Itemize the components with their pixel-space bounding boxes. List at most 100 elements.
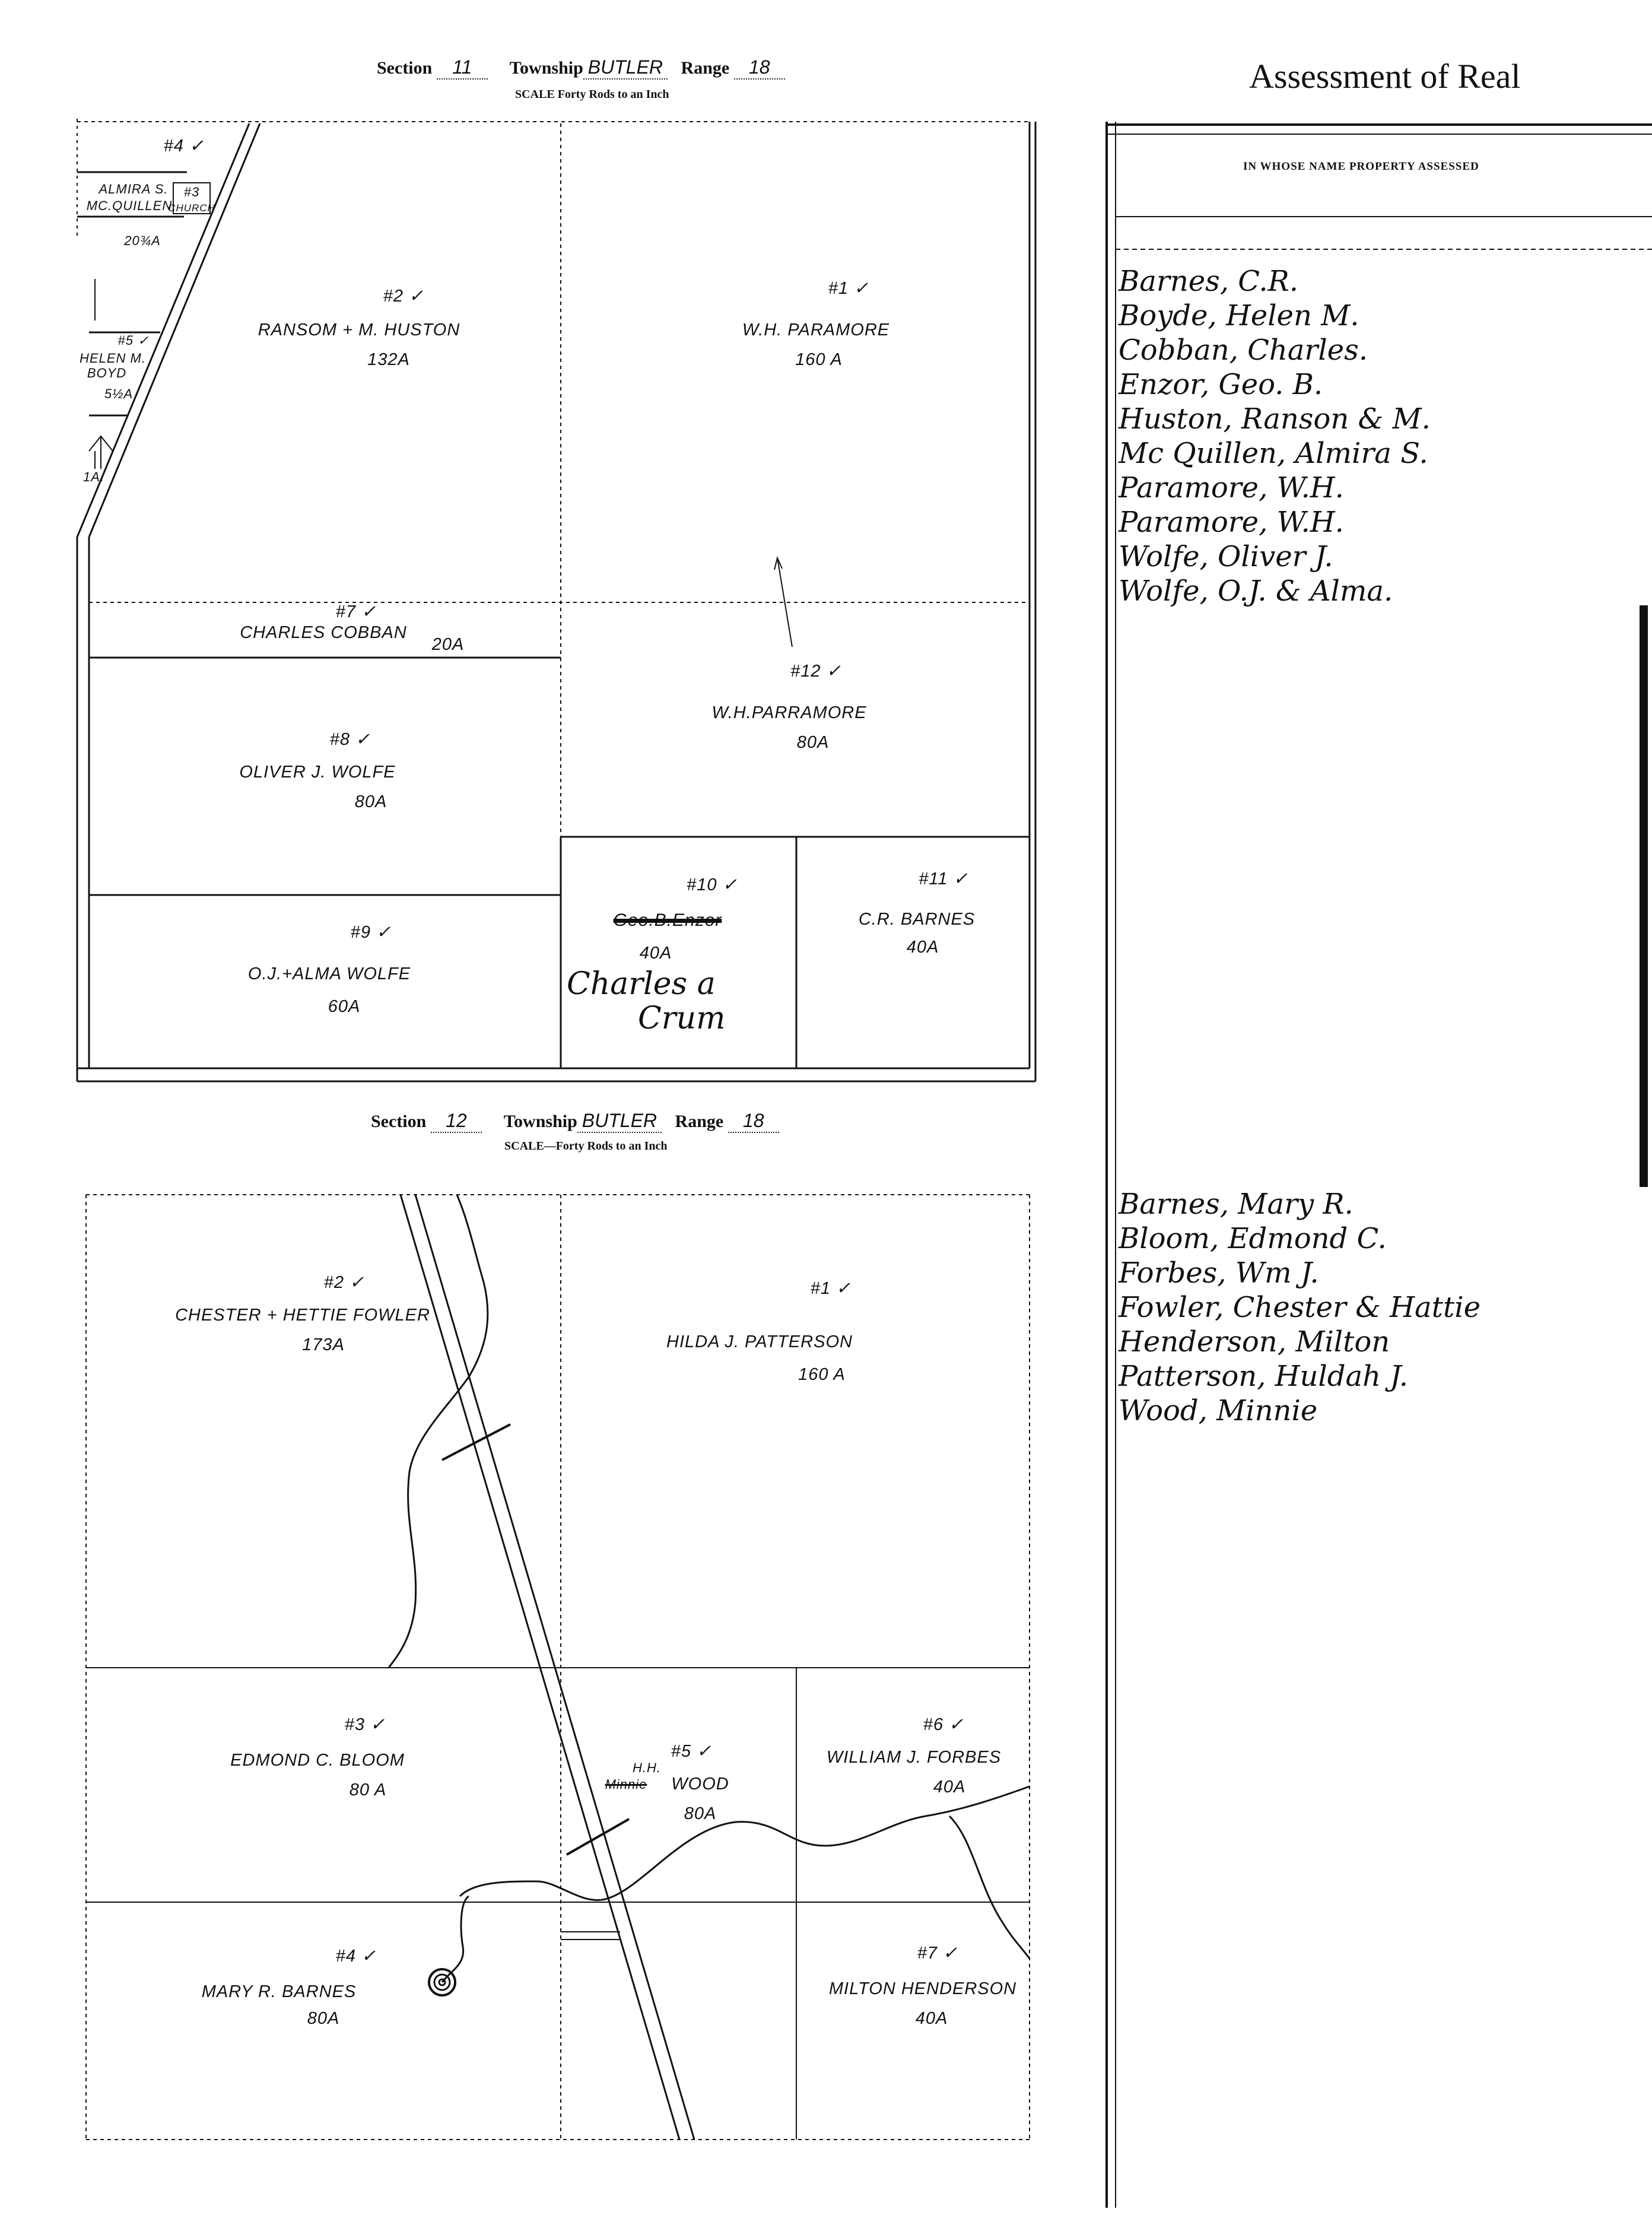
parcel-2-number: #2 ✓	[383, 287, 424, 306]
parcel-10-handwritten-owner-line2: Crum	[638, 1001, 726, 1036]
church-label: CHURCH	[168, 202, 215, 214]
ledger-name: Wolfe, O.J. & Alma.	[1119, 574, 1393, 608]
huston-owner: RANSOM + M. HUSTON	[258, 320, 460, 339]
fowler-acres: 173A	[302, 1335, 345, 1354]
parcel-1-number: #1 ✓	[828, 279, 869, 298]
ledger-name: Wolfe, Oliver J.	[1119, 540, 1333, 573]
ledger-name: Bloom, Edmond C.	[1119, 1222, 1387, 1255]
ledger-name: Forbes, Wm J.	[1119, 1256, 1319, 1290]
parcel-10-acres: 40A	[639, 944, 672, 963]
oliver-wolfe-acres: 80A	[354, 792, 387, 811]
ledger-name: Henderson, Milton	[1119, 1325, 1390, 1359]
wood-owner: WOOD	[671, 1775, 729, 1794]
almira-acres: 20¾A	[124, 233, 161, 248]
henderson-acres: 40A	[915, 2009, 948, 2028]
forbes-acres: 40A	[933, 1778, 966, 1796]
huston-acres: 132A	[367, 350, 410, 369]
parcel-4-number: #4 ✓	[163, 137, 205, 155]
ledger-names-section-11: Barnes, C.R. Boyde, Helen M. Cobban, Cha…	[1119, 267, 1431, 611]
section-12-scale: SCALE—Forty Rods to an Inch	[504, 1140, 668, 1153]
section-11-scale: SCALE Forty Rods to an Inch	[515, 88, 669, 101]
wood-acres: 80A	[684, 1804, 717, 1823]
ledger-name: Boyde, Helen M.	[1119, 299, 1359, 332]
henderson-owner: MILTON HENDERSON	[828, 1979, 1017, 1998]
helen-acres: 5½A	[104, 386, 134, 401]
section-11-map	[76, 119, 1037, 1083]
bloom-acres: 80 A	[349, 1780, 387, 1799]
parcel-11-number: #11 ✓	[919, 869, 968, 888]
ledger-name: Paramore, W.H.	[1119, 471, 1344, 504]
ledger-name: Barnes, C.R.	[1119, 265, 1298, 298]
barnes-11-owner: C.R. BARNES	[858, 910, 976, 929]
section-number: 12	[430, 1110, 482, 1133]
paramore-owner: W.H. PARAMORE	[742, 320, 890, 339]
ledger-name: Wood, Minnie	[1119, 1394, 1318, 1427]
s12-parcel-2-number: #2 ✓	[323, 1273, 365, 1292]
ledger-name: Fowler, Chester & Hattie	[1119, 1291, 1481, 1324]
mary-barnes-owner: MARY R. BARNES	[201, 1982, 357, 2001]
township-value: BUTLER	[577, 1110, 662, 1133]
parcel-10-number: #10 ✓	[687, 875, 738, 894]
s12-parcel-3-number: #3 ✓	[344, 1715, 386, 1734]
barnes-11-acres: 40A	[906, 938, 939, 957]
township-label: Township	[503, 1112, 577, 1131]
one-acre-label: 1A.	[82, 469, 105, 484]
ledger-name: Mc Quillen, Almira S.	[1119, 437, 1428, 470]
parramore-12-owner: W.H.PARRAMORE	[711, 703, 867, 722]
oj-alma-wolfe-owner: O.J.+ALMA WOLFE	[247, 964, 411, 983]
range-number: 18	[733, 56, 785, 80]
helen-name-line2: BOYD	[87, 366, 127, 380]
section-number: 11	[436, 56, 488, 80]
parramore-12-acres: 80A	[796, 733, 830, 752]
fowler-owner: CHESTER + HETTIE FOWLER	[175, 1306, 430, 1325]
cobban-acres: 20A	[431, 635, 465, 654]
ledger-name: Paramore, W.H.	[1119, 506, 1344, 539]
parcel-5-number: #5 ✓	[117, 333, 150, 348]
range-label: Range	[675, 1112, 724, 1131]
township-label: Township	[509, 58, 583, 78]
township-value: BUTLER	[583, 56, 668, 80]
s12-parcel-1-number: #1 ✓	[810, 1279, 852, 1298]
s12-parcel-7-number: #7 ✓	[917, 1944, 958, 1963]
forbes-owner: WILLIAM J. FORBES	[826, 1748, 1002, 1767]
section-label: Section	[377, 58, 433, 78]
parcel-10-handwritten-owner-line1: Charles a	[567, 966, 716, 1002]
wood-struck-name: Minnie	[605, 1777, 647, 1792]
almira-name-line1: ALMIRA S.	[99, 182, 169, 196]
cobban-owner: CHARLES COBBAN	[240, 623, 407, 642]
parcel-7-number: #7 ✓	[335, 602, 377, 621]
range-label: Range	[681, 58, 730, 78]
parcel-9-number: #9 ✓	[350, 923, 392, 942]
section-label: Section	[371, 1112, 427, 1131]
parcel-3-number: #3	[183, 185, 200, 199]
ledger-title: Assessment of Real	[1249, 57, 1521, 96]
parcel-10-crossed-owner: Geo.B.Enzor	[613, 910, 722, 930]
paramore-acres: 160 A	[795, 350, 843, 369]
s12-parcel-4-number: #4 ✓	[335, 1947, 377, 1966]
parcel-12-number: #12 ✓	[790, 662, 841, 681]
oliver-wolfe-owner: OLIVER J. WOLFE	[239, 763, 396, 782]
oj-alma-wolfe-acres: 60A	[328, 997, 361, 1016]
wood-initials: H.H.	[633, 1760, 661, 1775]
patterson-acres: 160 A	[798, 1365, 846, 1384]
bloom-owner: EDMOND C. BLOOM	[230, 1751, 405, 1770]
s12-parcel-5-number: #5 ✓	[671, 1742, 712, 1761]
ledger-column-header: IN WHOSE NAME PROPERTY ASSESSED	[1243, 160, 1479, 173]
ledger-name: Barnes, Mary R.	[1119, 1188, 1354, 1221]
ledger-name: Cobban, Charles.	[1119, 334, 1368, 367]
ledger-names-section-12: Barnes, Mary R. Bloom, Edmond C. Forbes,…	[1119, 1190, 1481, 1431]
almira-name-line2: MC.QUILLEN	[86, 198, 173, 213]
patterson-owner: HILDA J. PATTERSON	[666, 1332, 853, 1351]
section-12-map	[85, 1194, 1031, 2140]
ledger-name: Huston, Ranson & M.	[1119, 402, 1431, 436]
parcel-8-number: #8 ✓	[329, 730, 371, 749]
mary-barnes-acres: 80A	[307, 2009, 340, 2028]
s12-parcel-6-number: #6 ✓	[923, 1715, 964, 1734]
range-number: 18	[727, 1110, 779, 1133]
helen-name-line1: HELEN M.	[80, 351, 146, 366]
ledger-name: Enzor, Geo. B.	[1119, 368, 1323, 401]
ledger-name: Patterson, Huldah J.	[1119, 1360, 1409, 1393]
